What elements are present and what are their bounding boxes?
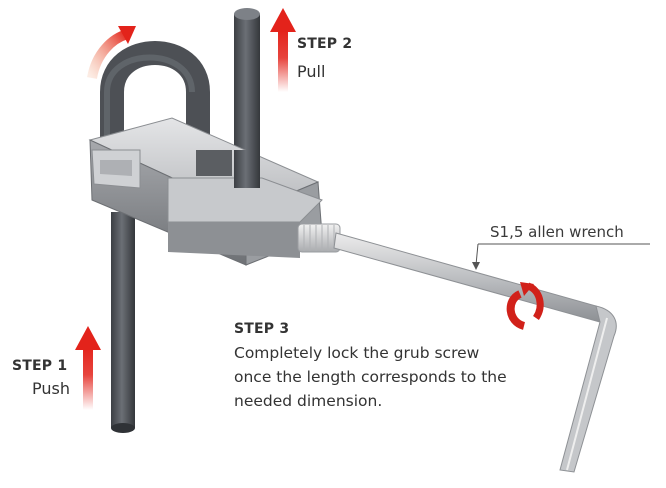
right-rod-lower <box>234 150 260 188</box>
step3-text-line: Completely lock the grub screw <box>234 344 480 362</box>
rotation-arrow-icon <box>506 282 544 330</box>
wrench-callout-leader <box>472 243 650 270</box>
left-rod <box>111 212 135 433</box>
pull-arrow-icon <box>270 8 296 92</box>
step3-text-line: once the length corresponds to the <box>234 368 507 386</box>
step3-title: STEP 3 <box>234 321 290 337</box>
step2-text: Pull <box>297 62 326 81</box>
wrench-callout-label: S1,5 allen wrench <box>490 223 624 241</box>
step1-title: STEP 1 <box>12 358 68 374</box>
curved-arrow-icon <box>87 26 136 80</box>
push-arrow-icon <box>75 326 101 410</box>
step1-text: Push <box>32 379 70 398</box>
step2-title: STEP 2 <box>297 36 353 52</box>
step3-text-line: needed dimension. <box>234 392 383 410</box>
grub-screw <box>297 223 341 253</box>
clamp-body <box>88 117 323 266</box>
allen-wrench <box>333 232 617 473</box>
u-loop <box>100 41 210 168</box>
